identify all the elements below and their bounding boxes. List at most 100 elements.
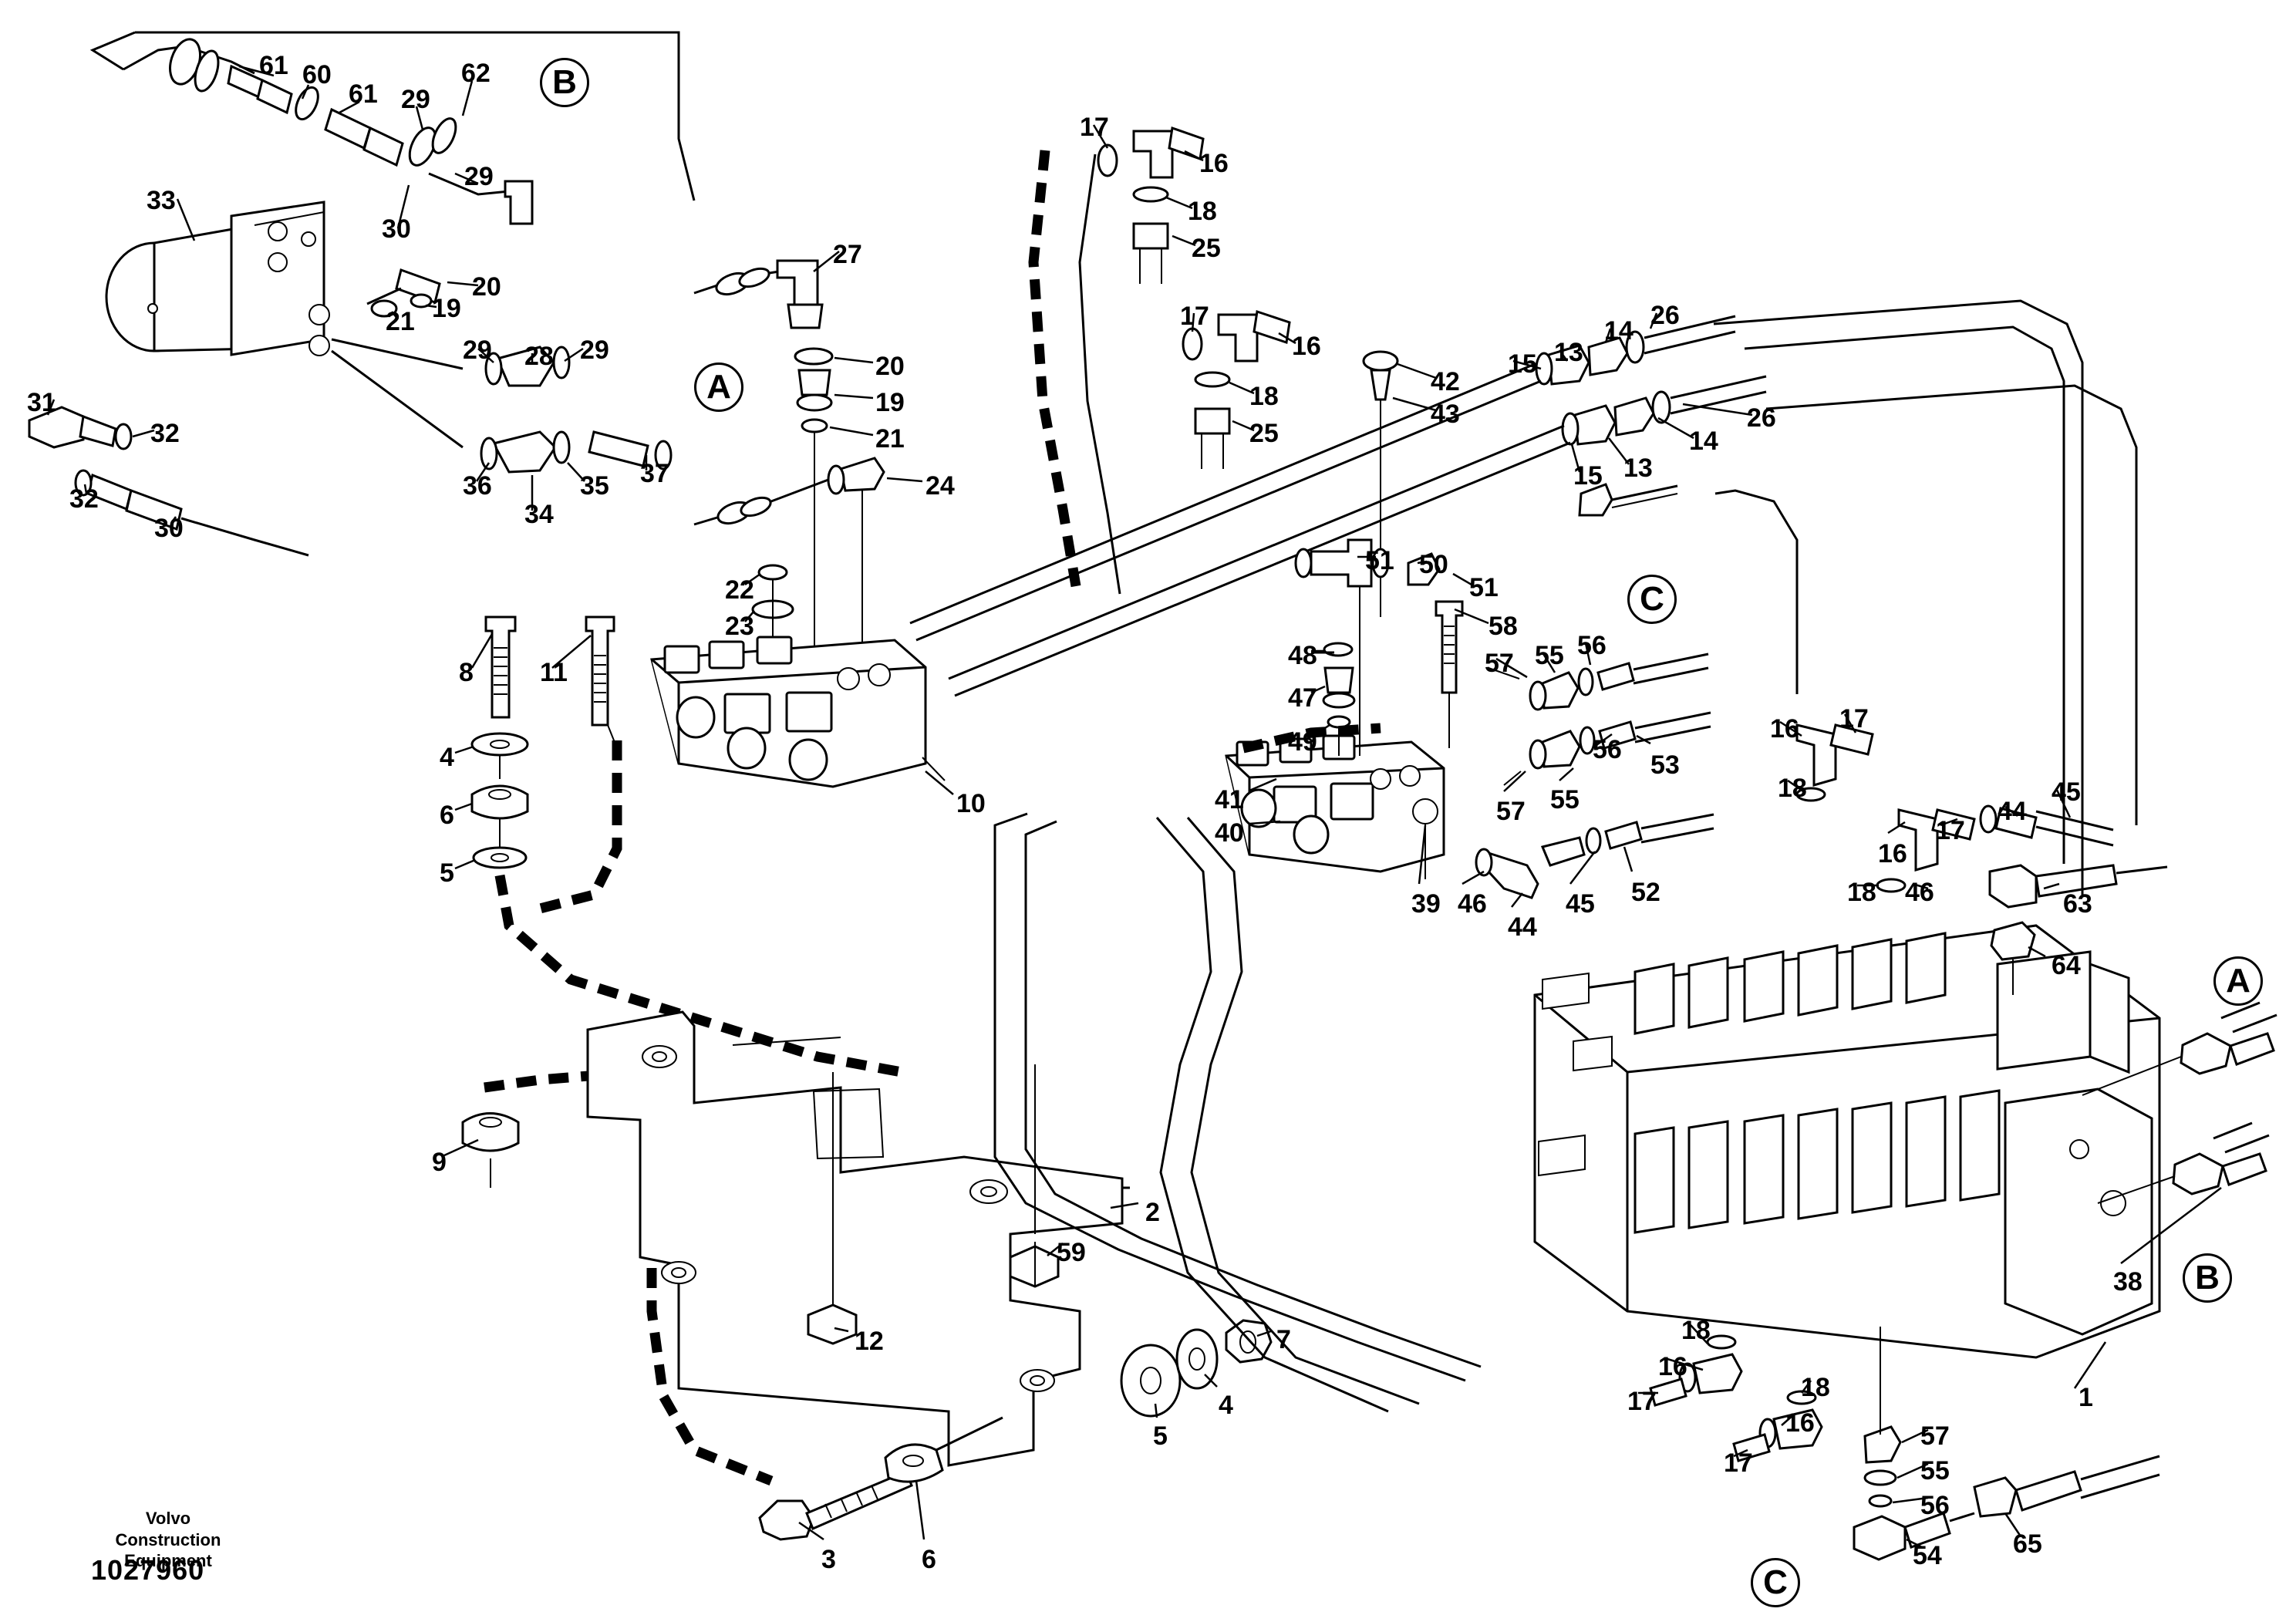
part-callout-3: 3 bbox=[821, 1545, 836, 1574]
section-ref-a-right: A bbox=[2213, 956, 2263, 1006]
part-callout-23: 23 bbox=[725, 612, 754, 641]
part-callout-18: 18 bbox=[1681, 1316, 1711, 1345]
footer-brand: Volvo Construction Equipment bbox=[91, 1508, 245, 1572]
part-callout-61: 61 bbox=[259, 51, 288, 80]
part-callout-37: 37 bbox=[640, 459, 669, 488]
part-callout-18: 18 bbox=[1778, 774, 1807, 803]
part-callout-56: 56 bbox=[1577, 631, 1607, 660]
part-callout-54: 54 bbox=[1913, 1541, 1942, 1570]
part-callout-57: 57 bbox=[1485, 649, 1514, 678]
part-callout-33: 33 bbox=[147, 186, 176, 215]
part-callout-32: 32 bbox=[150, 419, 180, 448]
part-callout-56: 56 bbox=[1593, 735, 1622, 764]
part-callout-26: 26 bbox=[1747, 403, 1776, 433]
part-callout-43: 43 bbox=[1431, 400, 1460, 429]
part-callout-28: 28 bbox=[524, 342, 554, 371]
part-callout-50: 50 bbox=[1419, 550, 1448, 579]
fittings-55-56-57-upper bbox=[1488, 653, 1709, 711]
bolt-3-washer-6 bbox=[758, 1416, 1003, 1541]
part-callout-5: 5 bbox=[440, 858, 454, 888]
fittings-38 bbox=[2082, 1001, 2277, 1204]
part-callout-38: 38 bbox=[2113, 1267, 2143, 1297]
part-callout-46: 46 bbox=[1458, 889, 1487, 919]
part-callout-48: 48 bbox=[1288, 641, 1317, 670]
part-callout-44: 44 bbox=[1998, 797, 2027, 826]
part-callout-42: 42 bbox=[1431, 367, 1460, 396]
part-callout-16: 16 bbox=[1292, 332, 1321, 361]
part-callout-57: 57 bbox=[1920, 1421, 1950, 1451]
part-callout-65: 65 bbox=[2013, 1529, 2042, 1559]
hose-27 bbox=[693, 259, 824, 329]
part-callout-17: 17 bbox=[1724, 1448, 1753, 1478]
part-callout-10: 10 bbox=[956, 789, 986, 818]
drawing-number: 1027960 bbox=[91, 1554, 205, 1586]
part-callout-55: 55 bbox=[1920, 1456, 1950, 1485]
part-callout-11: 11 bbox=[540, 658, 568, 687]
part-callout-20: 20 bbox=[875, 352, 905, 381]
part-callout-39: 39 bbox=[1411, 889, 1441, 919]
part-callout-18: 18 bbox=[1188, 197, 1217, 226]
part-callout-60: 60 bbox=[302, 60, 332, 89]
group-b-hose-assembly bbox=[89, 31, 696, 225]
part-callout-22: 22 bbox=[725, 575, 754, 605]
part-callout-6: 6 bbox=[922, 1545, 936, 1574]
valve-block-10 bbox=[650, 636, 946, 788]
part-callout-18: 18 bbox=[1847, 878, 1876, 907]
part-callout-62: 62 bbox=[461, 59, 491, 88]
section-ref-a-left: A bbox=[694, 363, 743, 412]
part-callout-59: 59 bbox=[1057, 1238, 1086, 1267]
part-callout-51: 51 bbox=[1469, 573, 1499, 602]
part-callout-63: 63 bbox=[2063, 889, 2092, 919]
bolt-15 bbox=[1578, 483, 1678, 517]
part-callout-56: 56 bbox=[1920, 1491, 1950, 1520]
fitting-42-43 bbox=[1362, 350, 1399, 617]
nuts-59-12 bbox=[807, 1064, 1060, 1345]
section-ref-b-top: B bbox=[540, 58, 589, 107]
part-callout-44: 44 bbox=[1508, 912, 1537, 942]
fittings-17-16-18-25-a bbox=[1097, 126, 1205, 284]
part-callout-31: 31 bbox=[27, 388, 56, 417]
part-callout-17: 17 bbox=[1180, 302, 1209, 331]
part-callout-12: 12 bbox=[855, 1327, 884, 1356]
part-callout-17: 17 bbox=[1627, 1387, 1657, 1416]
part-callout-14: 14 bbox=[1689, 427, 1718, 456]
part-callout-24: 24 bbox=[925, 471, 955, 501]
part-callout-30: 30 bbox=[382, 214, 411, 244]
part-callout-30: 30 bbox=[154, 514, 184, 543]
part-callout-53: 53 bbox=[1650, 750, 1680, 780]
part-callout-16: 16 bbox=[1770, 714, 1799, 744]
section-ref-c-middle: C bbox=[1627, 575, 1677, 624]
part-callout-8: 8 bbox=[459, 658, 474, 687]
fittings-55-56-57-lower bbox=[1503, 711, 1711, 786]
control-valve-1 bbox=[1533, 924, 2161, 1359]
fittings-right-top bbox=[1795, 723, 2168, 995]
part-callout-29: 29 bbox=[463, 336, 492, 365]
footer-brand-line1: Volvo Construction bbox=[115, 1509, 221, 1549]
part-callout-45: 45 bbox=[2052, 777, 2081, 807]
bolts-8-11 bbox=[484, 615, 618, 749]
part-callout-4: 4 bbox=[1219, 1391, 1233, 1420]
part-callout-15: 15 bbox=[1573, 461, 1603, 491]
pump-assembly-33 bbox=[105, 201, 330, 356]
part-callout-18: 18 bbox=[1249, 382, 1279, 411]
part-callout-55: 55 bbox=[1550, 785, 1580, 814]
part-callout-27: 27 bbox=[833, 240, 862, 269]
part-callout-61: 61 bbox=[349, 79, 378, 109]
part-callout-17: 17 bbox=[1080, 113, 1109, 142]
part-callout-9: 9 bbox=[432, 1148, 447, 1177]
part-callout-13: 13 bbox=[1554, 338, 1583, 367]
part-callout-7: 7 bbox=[1276, 1325, 1291, 1354]
part-callout-15: 15 bbox=[1508, 349, 1537, 379]
part-callout-36: 36 bbox=[463, 471, 492, 501]
part-callout-52: 52 bbox=[1631, 878, 1660, 907]
part-callout-4: 4 bbox=[440, 743, 454, 772]
part-callout-2: 2 bbox=[1145, 1198, 1160, 1227]
part-callout-16: 16 bbox=[1878, 839, 1907, 868]
elbow-group-28-29 bbox=[331, 338, 571, 387]
part-callout-35: 35 bbox=[580, 471, 609, 501]
part-callout-20: 20 bbox=[472, 272, 501, 302]
part-callout-1: 1 bbox=[2079, 1383, 2093, 1412]
part-callout-13: 13 bbox=[1623, 454, 1653, 483]
part-callout-29: 29 bbox=[401, 85, 430, 114]
